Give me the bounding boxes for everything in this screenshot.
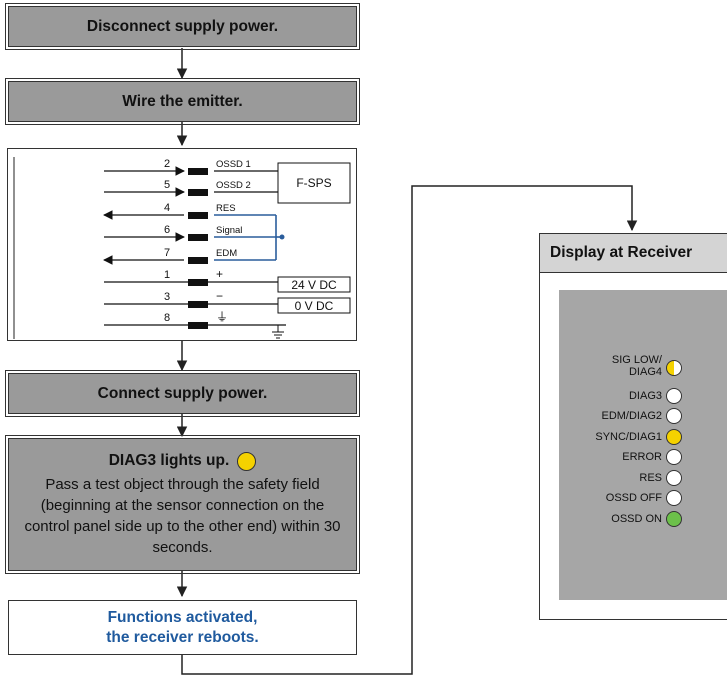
pin-label: 8 [164,312,170,324]
pin-label: 4 [164,202,170,214]
loop-connector [181,185,638,675]
led-indicator-icon [666,387,682,404]
signal-label: EDM [216,248,237,259]
functions-line-1: Functions activated, [107,608,258,626]
pin-label: 7 [164,247,170,259]
led-label: OSSD ON [611,512,662,525]
signal-label: Signal [216,225,242,236]
led-panel [559,290,727,600]
signal-label: OSSD 1 [216,159,251,170]
step-diag: DIAG3 lights up. Pass a test object thro… [5,435,360,574]
step-wire-label: Wire the emitter. [122,92,243,110]
pin-label: 2 [164,158,170,170]
step-wire: Wire the emitter. [5,78,360,125]
receiver-display-title: Display at Receiver [550,244,693,261]
led-indicator-icon [666,449,682,465]
fsps-box [277,162,351,204]
led-indicator-icon [666,360,682,376]
signal-label: ⏚ [216,310,228,324]
signal-label: + [216,267,223,281]
receiver-display: Display at Receiver [539,233,727,620]
led-indicator-icon [666,490,682,506]
signal-label: − [216,289,223,303]
led-label: DIAG3 [628,389,662,402]
step-connect: Connect supply power. [5,370,360,417]
pin-label: 1 [164,269,170,281]
supply-24v-label: 24 V DC [291,278,337,292]
fsps-label: F-SPS [296,176,331,190]
yellow-led-icon [237,451,257,471]
step-connect-label: Connect supply power. [97,384,268,402]
led-label: EDM/DIAG2 [601,410,662,422]
led-indicator-icon [666,408,682,424]
led-label: RES [639,471,662,484]
step-disconnect-label: Disconnect supply power. [86,17,279,35]
led-label: SIG LOW/DIAG4 [611,354,662,378]
step-functions: Functions activated, the receiver reboot… [8,600,357,655]
supply-0v-label: 0 V DC [295,299,334,313]
receiver-display-header: Display at Receiver [540,234,727,273]
diag-title: DIAG3 lights up. [108,452,230,469]
led-label: OSSD OFF [605,492,662,504]
supply-24v-box [277,276,351,293]
pin-label: 6 [164,224,170,236]
pin-label: 3 [164,291,170,303]
functions-line-2: the receiver reboots. [106,628,259,646]
signal-label: OSSD 2 [216,180,251,191]
supply-0v-box [277,297,351,314]
signal-label: RES [216,203,236,214]
led-label: SYNC/DIAG1 [595,430,662,443]
diag-instructions: Pass a test object through the safety fi… [24,475,341,556]
led-indicator-icon [666,469,682,486]
led-indicator-icon [666,510,682,527]
led-indicator-icon [666,428,682,445]
step-disconnect: Disconnect supply power. [5,3,360,50]
pin-label: 5 [164,179,170,191]
led-label: ERROR [622,451,662,463]
